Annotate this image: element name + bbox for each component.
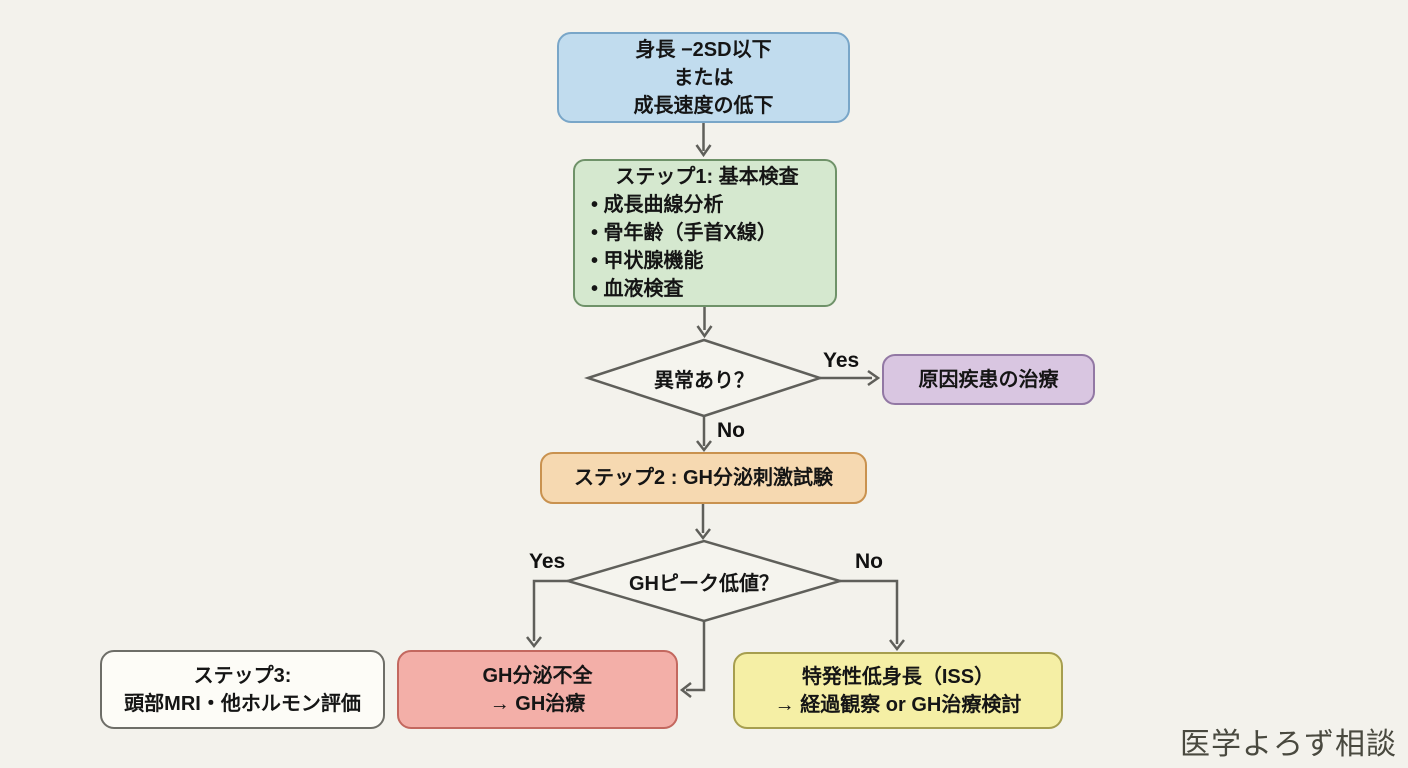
decision2-gh-peak-label: GHピーク低値？ [629,572,779,595]
node-step3-mri-hormone-eval: ステップ3: 頭部MRI・他ホルモン評価 [100,650,385,729]
edge-decision2-ghd [532,579,568,641]
node-step1-bullet-list: • 成長曲線分析 • 骨年齢（手首X線） • 甲状腺機能 • 血液検査 [591,191,823,303]
node-step3-line2: 頭部MRI・他ホルモン評価 [124,692,361,715]
node-step2-label: ステップ2 : GH分泌刺激試験 [574,467,833,489]
decision1-no-label: No [717,419,745,442]
node-step1-bullet3: • 甲状腺機能 [591,250,704,272]
node-gh-deficiency: GH分泌不全 → GH治療 [397,650,678,729]
arrowhead-step1-decision1 [696,325,713,339]
node-iss: 特発性低身長（ISS） → 経過観察 or GH治療検討 [733,652,1063,729]
arrowhead-decision2-iss [889,639,905,652]
node-iss-line1: 特発性低身長（ISS） [801,665,995,688]
watermark-text: 医学よろず相談 [1180,728,1397,761]
node-start-line3: 成長速度の低下 [633,94,774,117]
node-step1-bullet1: • 成長曲線分析 [591,194,724,216]
node-step1-bullet2: • 骨年齢（手首X線） [591,222,777,244]
arrowhead-decision2-bottom-ghd [679,682,692,698]
arrowhead-start-step1 [695,144,712,158]
node-step1-basic-tests: ステップ1: 基本検査 • 成長曲線分析 • 骨年齢（手首X線） • 甲状腺機能… [573,159,837,307]
decision1-yes-label: Yes [823,349,860,372]
decision2-no-label: No [855,550,883,573]
node-step3-line1: ステップ3: [193,664,292,687]
edge-decision2-iss [840,579,899,644]
node-start-line1: 身長 −2SD以下 [635,38,772,61]
node-start-line2: または [673,66,734,89]
node-step2-gh-stimulation-test: ステップ2 : GH分泌刺激試験 [540,452,867,504]
arrowhead-step2-decision2 [695,528,711,541]
edge-decision2-bottom-ghd [686,621,706,692]
arrowhead-decision1-cause [867,369,881,387]
node-cause-treatment: 原因疾患の治療 [882,354,1095,405]
node-gh-deficiency-line2: → GH治療 [489,692,586,715]
node-iss-line2: → 経過観察 or GH治療検討 [774,693,1022,716]
node-cause-treatment-label: 原因疾患の治療 [918,368,1059,391]
arrowhead-decision1-step2 [696,440,712,453]
node-step1-bullet4: • 血液検査 [591,278,684,300]
node-step1-title: ステップ1: 基本検査 [615,166,799,188]
arrowhead-decision2-ghd [526,636,542,649]
node-start: 身長 −2SD以下 または 成長速度の低下 [557,32,850,123]
decision2-yes-label: Yes [529,550,566,573]
decision1-abnormal-label: 異常あり？ [654,369,754,392]
node-gh-deficiency-line1: GH分泌不全 [482,664,593,687]
